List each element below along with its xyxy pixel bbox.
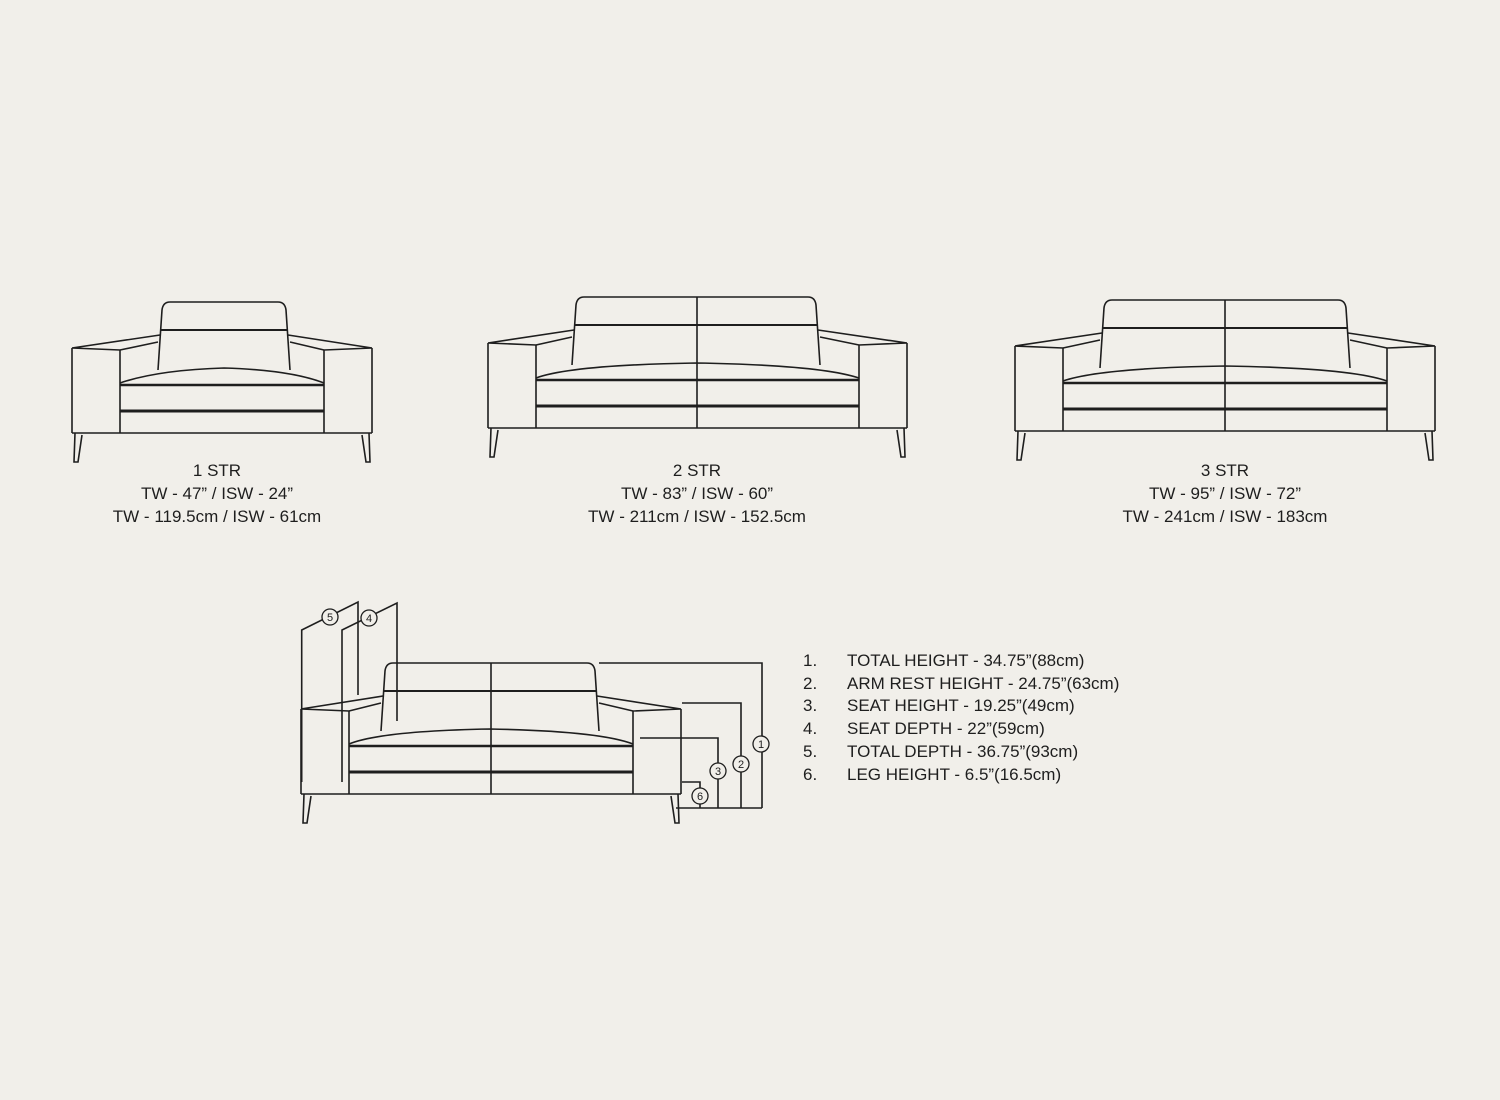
sofa-imperial: TW - 83” / ISW - 60” — [620, 484, 774, 503]
left-arm — [71, 348, 121, 433]
legend-text: SEAT HEIGHT - 19.25”(49cm) — [847, 696, 1075, 716]
marker-circle-5 — [321, 608, 339, 626]
dimension-legend: 1. TOTAL HEIGHT - 34.75”(88cm) 2. ARM REST… — [803, 650, 1119, 786]
left-arm-top — [1014, 332, 1103, 349]
legend-text: TOTAL HEIGHT - 34.75”(88cm) — [847, 651, 1085, 670]
legend-item: 3. SEAT HEIGHT - 19.25”(49cm) — [803, 695, 1119, 718]
legend-text: ARM REST HEIGHT - 24.75”(63cm) — [847, 673, 1120, 693]
sofa-2-seater-drawing — [487, 296, 908, 458]
legend-number: 1. — [803, 651, 818, 670]
back-cushion — [157, 301, 291, 371]
right-leg — [361, 432, 371, 463]
right-arm-top — [1347, 332, 1436, 349]
left-arm-top — [71, 334, 161, 351]
legend-text: LEG HEIGHT - 6.5”(16.5cm) — [847, 764, 1062, 784]
left-arm — [1014, 346, 1064, 431]
sofa-metric: TW - 211cm / ISW - 152.5cm — [588, 507, 806, 526]
legend-item: 1. TOTAL HEIGHT - 34.75”(88cm) — [803, 650, 1119, 673]
legend-item: 6. LEG HEIGHT - 6.5”(16.5cm) — [803, 764, 1119, 787]
sofa-label-3-str: 3 STR TW - 95” / ISW - 72” TW - 241cm / … — [1055, 459, 1395, 528]
dimension-markers: 1 2 3 4 5 6 — [321, 608, 770, 805]
legend-number: 4. — [803, 719, 818, 739]
seat-cushion-top — [348, 728, 634, 745]
right-arm — [632, 709, 682, 794]
legend-item: 4. SEAT DEPTH - 22”(59cm) — [803, 718, 1119, 741]
right-arm-top — [817, 329, 908, 346]
right-leg — [896, 427, 906, 458]
right-arm — [1386, 346, 1436, 431]
sofa-label-2-str: 2 STR TW - 83” / ISW - 60” TW - 211cm / … — [527, 459, 867, 528]
legend-text: SEAT DEPTH - 22”(59cm) — [847, 719, 1045, 739]
back-cushion — [380, 662, 600, 732]
marker-circle-6 — [691, 787, 709, 805]
sofa-imperial: TW - 47” / ISW - 24” — [140, 484, 294, 503]
sofa-name: 3 STR — [1200, 461, 1250, 480]
marker-circle-4 — [360, 609, 378, 627]
marker-circle-3 — [709, 762, 727, 780]
sofa-imperial: TW - 95” / ISW - 72” — [1148, 484, 1302, 503]
sofa-metric: TW - 241cm / ISW - 183cm — [1122, 507, 1328, 526]
sofa-name: 1 STR — [192, 461, 242, 480]
marker-circle-2 — [732, 755, 750, 773]
legend-number: 6. — [803, 764, 818, 784]
legend-number: 5. — [803, 741, 818, 761]
right-arm-top — [287, 334, 373, 351]
right-leg — [1424, 430, 1434, 461]
right-arm-top — [596, 695, 682, 712]
left-leg — [302, 793, 312, 824]
marker-number-5: 5 — [327, 612, 333, 624]
seat-cushion-top — [119, 367, 325, 384]
left-arm-top — [487, 329, 575, 346]
marker-circle-1 — [752, 735, 770, 753]
back-cushion — [571, 296, 821, 366]
legend-text: TOTAL DEPTH - 36.75”(93cm) — [847, 741, 1079, 761]
legend-number: 2. — [803, 673, 818, 693]
legend-item: 5. TOTAL DEPTH - 36.75”(93cm) — [803, 741, 1119, 764]
marker-number-3: 3 — [715, 766, 721, 778]
left-leg — [73, 432, 83, 463]
sofa-metric: TW - 119.5cm / ISW - 61cm — [112, 507, 322, 526]
legend-number: 3. — [803, 696, 818, 716]
left-leg — [1016, 430, 1026, 461]
marker-number-6: 6 — [697, 791, 703, 803]
legend-item: 2. ARM REST HEIGHT - 24.75”(63cm) — [803, 673, 1119, 696]
sofa-name: 2 STR — [672, 461, 722, 480]
marker-number-2: 2 — [738, 759, 744, 771]
sofa-3-seater-drawing — [1014, 299, 1436, 461]
left-arm — [487, 343, 537, 428]
right-arm — [323, 348, 373, 433]
marker-number-1: 1 — [758, 739, 764, 751]
left-leg — [489, 427, 499, 458]
seat-cushion-top — [535, 362, 860, 379]
marker-number-4: 4 — [366, 613, 372, 625]
right-arm — [858, 343, 908, 428]
sofa-1-seater-drawing — [71, 301, 373, 463]
sofa-label-1-str: 1 STR TW - 47” / ISW - 24” TW - 119.5cm … — [47, 459, 387, 528]
